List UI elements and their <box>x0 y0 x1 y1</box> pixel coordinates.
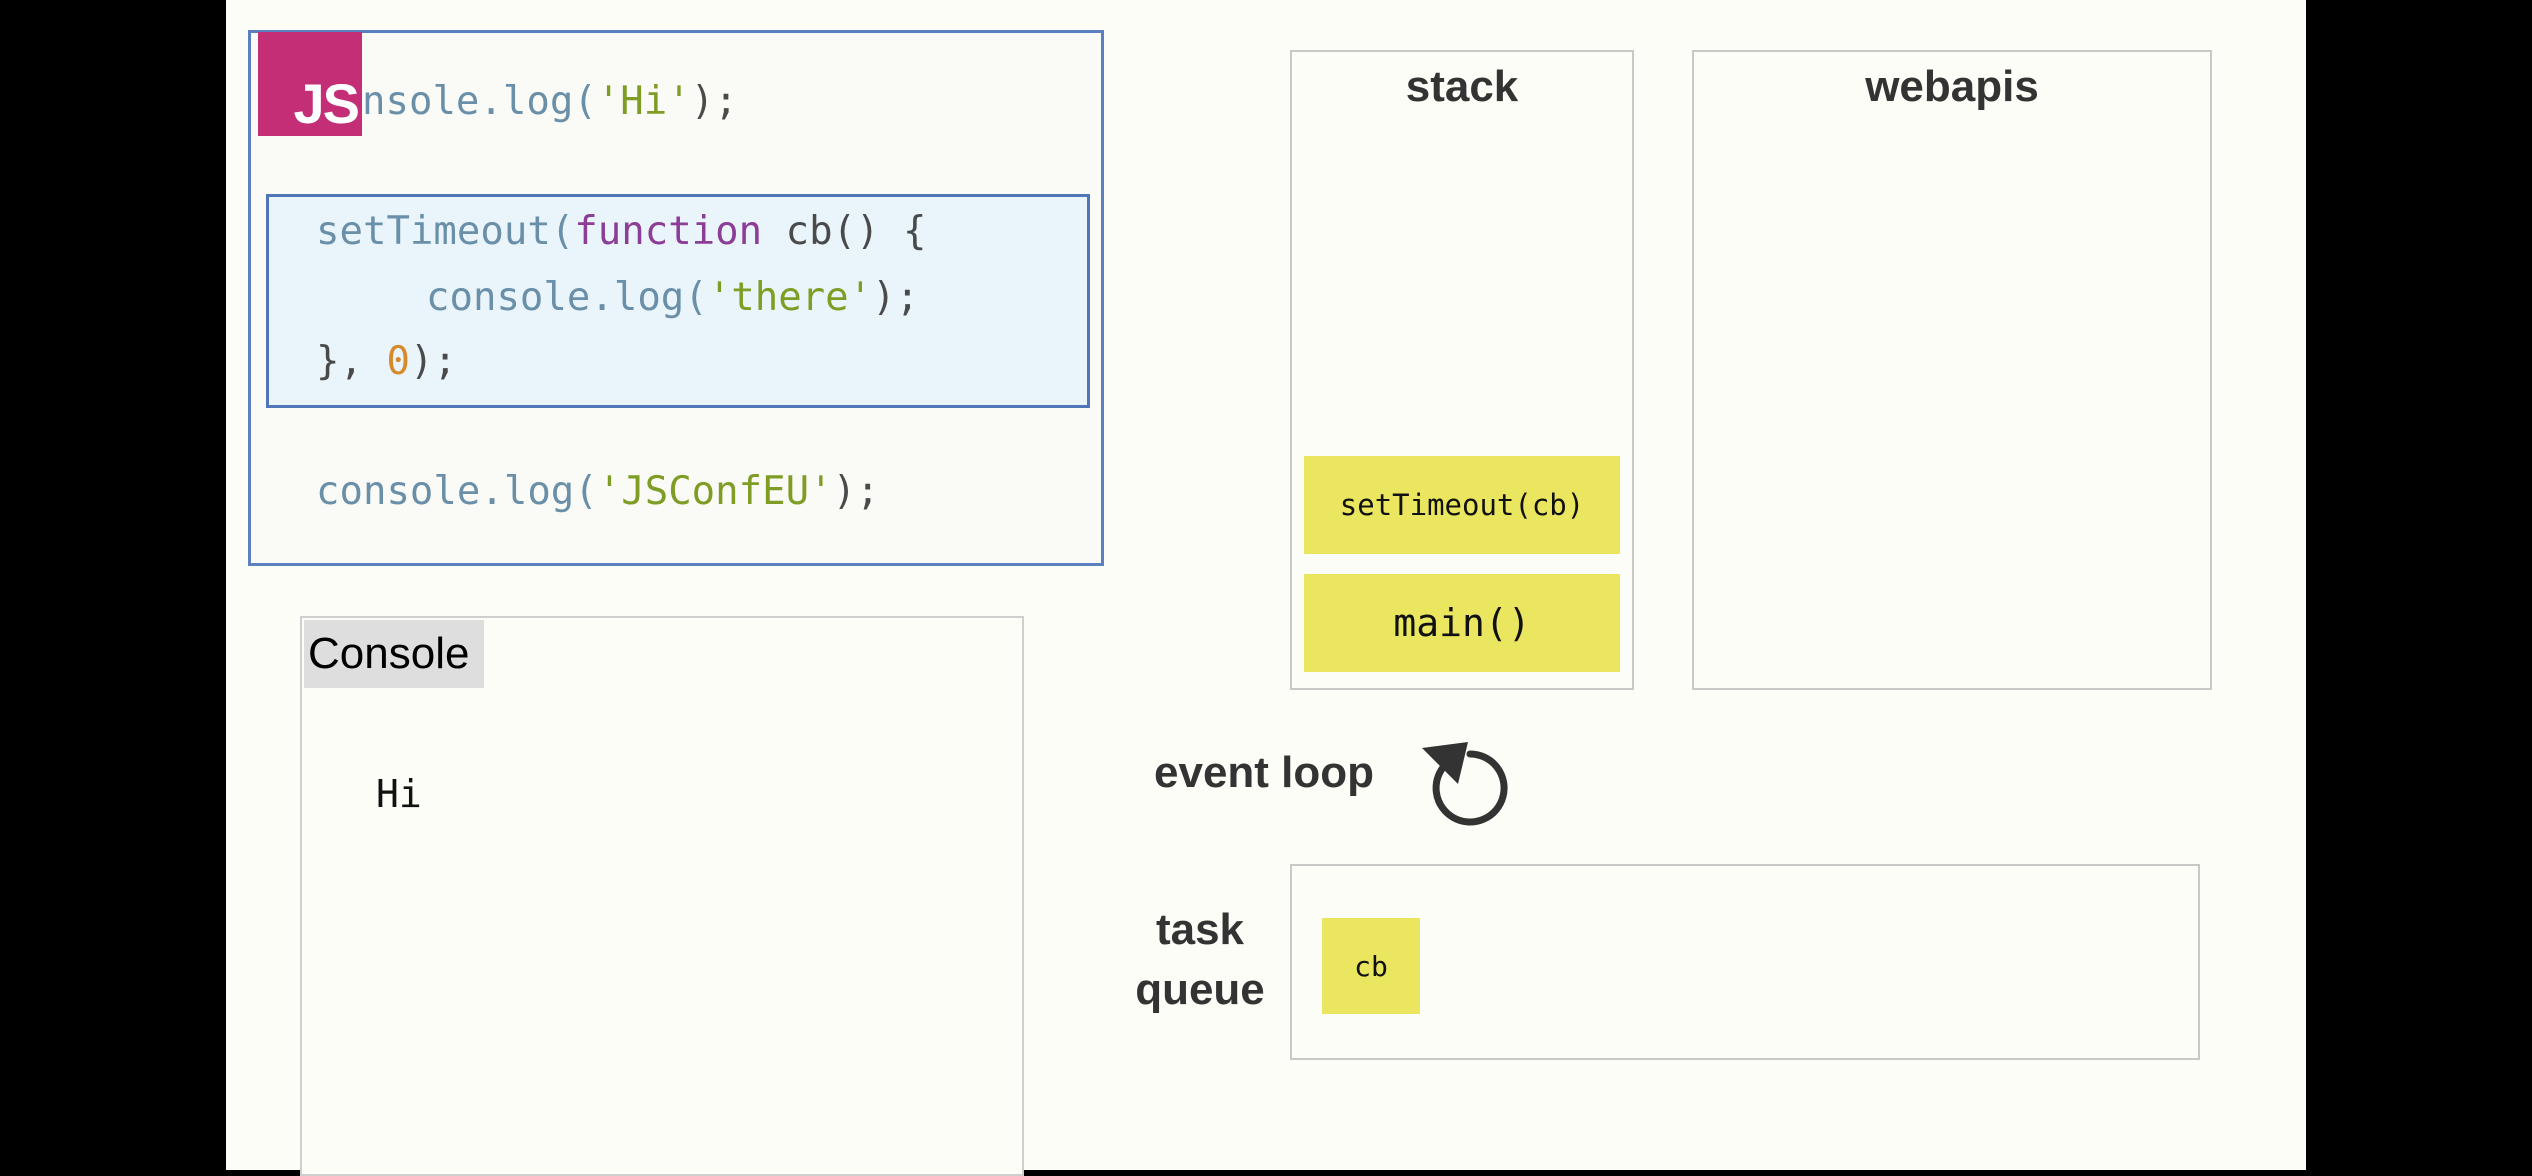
js-logo-text: JS <box>293 72 360 135</box>
event-loop-icon <box>1422 742 1508 826</box>
code-line-5-string: 'JSConfEU' <box>597 469 833 514</box>
code-line-3-suffix: ); <box>872 275 920 320</box>
stack-frame-main: main() <box>1304 574 1620 672</box>
code-line-2: setTimeout(function cb() { <box>316 212 927 251</box>
webapis-panel <box>1692 50 2212 690</box>
code-line-2-fn: setTimeout( <box>316 209 575 254</box>
code-line-2-rest: cb() { <box>762 209 927 254</box>
console-output: Hi <box>376 772 422 816</box>
task-queue-panel <box>1290 864 2200 1060</box>
code-line-4-suffix: ); <box>409 339 457 384</box>
console-title: Console <box>304 620 484 688</box>
console-panel <box>300 616 1024 1176</box>
code-line-1: nsole.log('Hi'); <box>362 82 738 121</box>
code-line-1-string: 'Hi' <box>596 79 691 124</box>
stack-frame-settimeout: setTimeout(cb) <box>1304 456 1620 554</box>
code-line-3-string: 'there' <box>707 275 873 320</box>
code-line-4-number: 0 <box>386 339 410 384</box>
code-line-1-fn: nsole.log( <box>362 79 597 124</box>
task-queue-item-cb: cb <box>1322 918 1420 1014</box>
code-line-5-suffix: ); <box>832 469 880 514</box>
code-line-2-keyword: function <box>574 209 763 254</box>
highlighted-code-block <box>266 194 1090 408</box>
webapis-title: webapis <box>1865 62 2039 111</box>
code-line-5-fn: console.log( <box>316 469 598 514</box>
task-queue-label: task queue <box>1130 900 1270 1020</box>
task-queue-label-line2: queue <box>1135 965 1265 1014</box>
stack-title: stack <box>1405 62 1519 111</box>
code-line-1-suffix: ); <box>690 79 738 124</box>
code-line-5: console.log('JSConfEU'); <box>316 472 880 511</box>
task-queue-label-line1: task <box>1155 905 1245 954</box>
code-line-4-prefix: }, <box>316 339 387 384</box>
event-loop-label: event loop <box>1154 748 1375 797</box>
code-line-4: }, 0); <box>316 342 457 381</box>
code-line-3: console.log('there'); <box>426 278 919 317</box>
js-logo-icon: JS <box>258 32 362 136</box>
code-line-3-fn: console.log( <box>426 275 708 320</box>
